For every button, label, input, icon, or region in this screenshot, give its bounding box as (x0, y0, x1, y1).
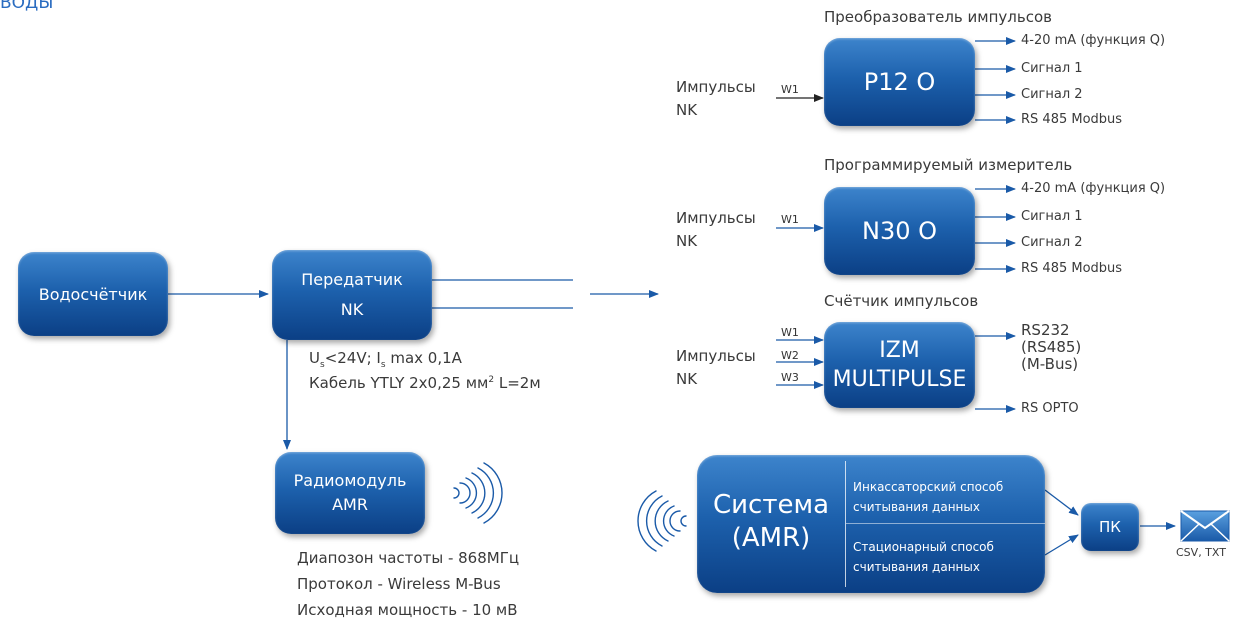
converter-title: Преобразователь импульсов (824, 8, 1052, 26)
page-heading: ВОДЫ (0, 0, 54, 13)
transmitter-voltage-spec: Us<24V; Is max 0,1A (309, 349, 462, 370)
meter-wire-label: W1 (781, 213, 799, 226)
pc-box: ПК (1081, 503, 1139, 551)
counter-wire-label-1: W1 (781, 326, 799, 339)
transmitter-box: Передатчик NK (272, 250, 432, 340)
converter-output-1: 4-20 mA (функция Q) (1021, 33, 1166, 48)
counter-box-line2: MULTIPULSE (832, 367, 967, 392)
water-meter-label: Водосчётчик (38, 284, 148, 304)
converter-box: P12 O (824, 38, 975, 126)
radio-module-box: Радиомодуль AMR (275, 452, 425, 534)
meter-box: N30 O (824, 187, 975, 275)
converter-box-label: P12 O (863, 68, 936, 96)
meter-output-1: 4-20 mA (функция Q) (1021, 181, 1166, 196)
wireless-waves-icon (453, 462, 503, 524)
transmitter-cable-spec: Кабель YTLY 2x0,25 мм2 L=2м (309, 374, 541, 392)
radio-spec-protocol: Протокол - Wireless M-Bus (297, 575, 501, 593)
converter-output-3: Сигнал 2 (1021, 87, 1083, 102)
water-meter-box: Водосчётчик (18, 252, 168, 336)
converter-wire-label: W1 (781, 83, 799, 96)
envelope-icon (1180, 510, 1230, 542)
counter-title: Счётчик импульсов (824, 292, 979, 310)
meter-output-3: Сигнал 2 (1021, 235, 1083, 250)
pc-label: ПК (1099, 518, 1121, 536)
meter-output-4: RS 485 Modbus (1021, 261, 1123, 276)
counter-wire-label-3: W3 (781, 371, 799, 384)
counter-box: IZM MULTIPULSE (824, 322, 975, 408)
radio-module-line1: Радиомодуль (293, 471, 407, 490)
radio-module-line2: AMR (332, 495, 368, 514)
counter-box-line1: IZM (879, 338, 920, 363)
radio-spec-frequency: Диапозон частоты - 868МГц (297, 549, 520, 567)
radio-spec-power: Исходная мощность - 10 мВ (297, 601, 518, 619)
meter-box-label: N30 O (861, 217, 937, 245)
counter-output-top: RS232 (RS485) (M-Bus) (1021, 321, 1082, 373)
transmitter-line2: NK (340, 300, 364, 319)
system-box: Система (AMR) Инкассаторский способ счит… (697, 455, 1045, 593)
system-option-collector: Инкассаторский способ считывания данных (853, 480, 1004, 514)
converter-output-2: Сигнал 1 (1021, 61, 1083, 76)
wireless-waves-icon (637, 490, 687, 552)
meter-output-2: Сигнал 1 (1021, 209, 1083, 224)
counter-output-bottom: RS OPTO (1021, 401, 1079, 416)
meter-title: Программируемый измеритель (824, 156, 1073, 174)
transmitter-line1: Передатчик (301, 270, 403, 289)
system-divider-vertical (845, 461, 846, 587)
file-formats-label: CSV, TXT (1176, 546, 1226, 559)
meter-input-label: Импульсы NK (676, 209, 756, 250)
system-option-stationary: Стационарный способ считывания данных (853, 540, 994, 574)
system-title: Система (AMR) (712, 490, 830, 553)
counter-wire-label-2: W2 (781, 349, 799, 362)
counter-input-label: Импульсы NK (676, 347, 756, 388)
converter-input-label: Импульсы NK (676, 78, 756, 119)
system-divider-horizontal (846, 523, 1045, 524)
converter-output-4: RS 485 Modbus (1021, 112, 1123, 127)
